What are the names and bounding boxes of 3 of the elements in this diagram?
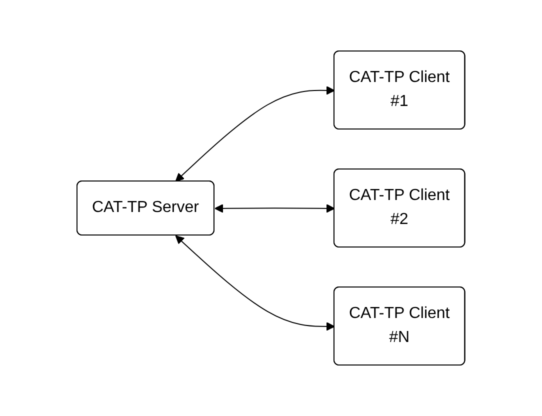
arrow [175,86,335,182]
arrow [175,235,335,331]
arrow [214,204,335,213]
